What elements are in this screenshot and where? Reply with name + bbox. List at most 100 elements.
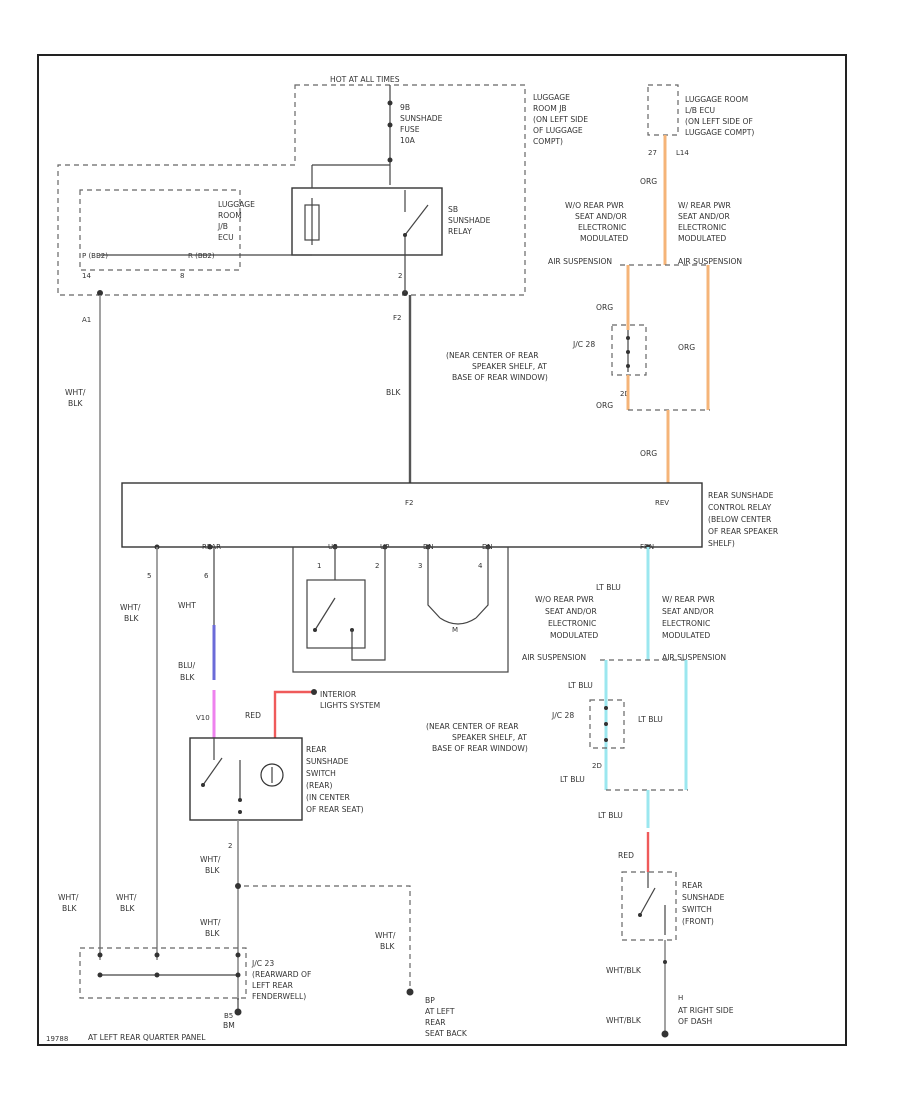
- ctrl-pin-f2: F2: [405, 499, 413, 507]
- lr-ecu-3: J/B: [217, 222, 228, 231]
- wire-org-a: ORG: [596, 303, 613, 312]
- rear-sunshade-switch-front: [621, 871, 677, 941]
- wire-label-blk-2: BLK: [124, 614, 139, 623]
- wire-label-blk-6: BLK: [120, 904, 135, 913]
- jc28-upper-3: SPEAKER SHELF, AT: [472, 362, 547, 371]
- lr-jb-label-3: (ON LEFT SIDE: [533, 115, 588, 124]
- fuse-word: FUSE: [400, 125, 420, 134]
- wire-org-c: ORG: [596, 401, 613, 410]
- wo-air-5: AIR SUSPENSION: [548, 257, 612, 266]
- w-air-b1: W/ REAR PWR: [662, 595, 716, 604]
- rss-4: (REAR): [306, 781, 333, 790]
- relay-number: SB: [448, 205, 458, 214]
- lr-jb-label-1: LUGGAGE: [533, 93, 570, 102]
- wire-label-blk-5: BLK: [205, 929, 220, 938]
- ctrl-label-2: CONTROL RELAY: [708, 503, 772, 512]
- ground-right-pin: H: [678, 994, 683, 1002]
- pin-f2: F2: [393, 314, 401, 322]
- rear-sunshade-switch-rear: [189, 737, 303, 821]
- jc28-lower-3: SPEAKER SHELF, AT: [452, 733, 527, 742]
- wire-label-wht-7: WHT/: [58, 893, 79, 902]
- w-air-b4: MODULATED: [662, 631, 710, 640]
- luggage-room-jb-outline: [57, 84, 526, 296]
- gnd-bp-1: BP: [425, 996, 435, 1005]
- wire-lt-blu-3: LT BLU: [638, 715, 663, 724]
- lr-jb-label-4: OF LUGGAGE: [533, 126, 583, 135]
- ground-right-2: OF DASH: [678, 1017, 712, 1026]
- wo-air-b3: ELECTRONIC: [548, 619, 596, 628]
- lre-3: (ON LEFT SIDE OF: [685, 117, 753, 126]
- pin-r: R (BB2): [188, 252, 215, 260]
- ctrl-pin-2: 2: [375, 562, 379, 570]
- lr-jb-label-5: COMPT): [533, 137, 563, 146]
- jc23-1: J/C 23: [251, 959, 274, 968]
- wire-label-blu: BLU/: [178, 661, 196, 670]
- gnd-bp-2: AT LEFT: [425, 1007, 455, 1016]
- wo-air-b5: AIR SUSPENSION: [522, 653, 586, 662]
- lr-ecu-1: LUGGAGE: [218, 200, 255, 209]
- wire-lt-blu-4: LT BLU: [560, 775, 585, 784]
- w-air-3: ELECTRONIC: [678, 223, 726, 232]
- jc28-upper-outline: [611, 324, 647, 376]
- lamp-icon: [260, 763, 284, 787]
- rss-5: (IN CENTER: [306, 793, 351, 802]
- w-air-1: W/ REAR PWR: [678, 201, 732, 210]
- wo-air-3: ELECTRONIC: [578, 223, 626, 232]
- pin-8: 8: [180, 272, 184, 280]
- wo-air-b4: MODULATED: [550, 631, 598, 640]
- ctrl-motor-label: M: [452, 626, 458, 634]
- relay-switch-contact: [404, 204, 429, 236]
- jc28-upper-2: (NEAR CENTER OF REAR: [446, 351, 539, 360]
- luggage-room-ecu-inner-outline: [79, 189, 241, 271]
- wire-org-b: ORG: [678, 343, 695, 352]
- wo-air-2: SEAT AND/OR: [575, 212, 628, 221]
- jc23-pin: B5: [224, 1012, 233, 1020]
- pin-2-switch: 2: [228, 842, 232, 850]
- red-wire-interior: [273, 690, 312, 738]
- lr-jb-label-2: ROOM JB: [533, 104, 567, 113]
- wire-label-wht-8: WHT/: [375, 931, 396, 940]
- w-air-b5: AIR SUSPENSION: [662, 653, 726, 662]
- jc28-lower-pin: 2D: [592, 762, 602, 770]
- rss-3: SWITCH: [306, 769, 336, 778]
- pin-l14: L14: [676, 149, 689, 157]
- jc23-4: FENDERWELL): [252, 992, 306, 1001]
- pin-2: 2: [398, 272, 402, 280]
- ctrl-label-3: (BELOW CENTER: [708, 515, 772, 524]
- wire-wht-blk-a: WHT/BLK: [606, 966, 642, 975]
- rss-2: SUNSHADE: [306, 757, 349, 766]
- wo-air-b2: SEAT AND/OR: [545, 607, 598, 616]
- wire-lt-blu-2: LT BLU: [568, 681, 593, 690]
- jc23-outline: [79, 947, 247, 999]
- w-air-2: SEAT AND/OR: [678, 212, 731, 221]
- w-air-b2: SEAT AND/OR: [662, 607, 715, 616]
- diagram-frame: [37, 54, 847, 1046]
- wo-air-b1: W/O REAR PWR: [535, 595, 595, 604]
- gnd-bp-4: SEAT BACK: [425, 1029, 468, 1038]
- jc28-lower-2: (NEAR CENTER OF REAR: [426, 722, 519, 731]
- ctrl-internal-frame: [292, 546, 509, 673]
- wire-lt-blu-5: LT BLU: [598, 811, 623, 820]
- relay-name: SUNSHADE: [448, 216, 491, 225]
- wire-label-blk-1: BLK: [68, 399, 83, 408]
- lre-1: LUGGAGE ROOM: [685, 95, 748, 104]
- rss-1: REAR: [306, 745, 327, 754]
- wire-label-wht-5: WHT/: [200, 918, 221, 927]
- ground-bm-location: AT LEFT REAR QUARTER PANEL: [88, 1033, 206, 1042]
- pin-a1: A1: [82, 316, 91, 324]
- rss-6: OF REAR SEAT): [306, 805, 364, 814]
- ctrl-label-5: SHELF): [708, 539, 735, 548]
- fuse-number: 9B: [400, 103, 410, 112]
- wire-label-wht-1: WHT/: [65, 388, 86, 397]
- ground-right-1: AT RIGHT SIDE: [678, 1006, 734, 1015]
- rssf-1: REAR: [682, 881, 703, 890]
- wire-org-top: ORG: [640, 177, 657, 186]
- relay-name-2: RELAY: [448, 227, 472, 236]
- wire-label-wht-6: WHT/: [116, 893, 137, 902]
- gnd-bp-3: REAR: [425, 1018, 446, 1027]
- sunshade-relay-box: [291, 187, 443, 256]
- ctrl-pin-3: 3: [418, 562, 422, 570]
- lre-2: L/B ECU: [685, 106, 715, 115]
- ground-bp: [406, 988, 414, 996]
- w-air-4: MODULATED: [678, 234, 726, 243]
